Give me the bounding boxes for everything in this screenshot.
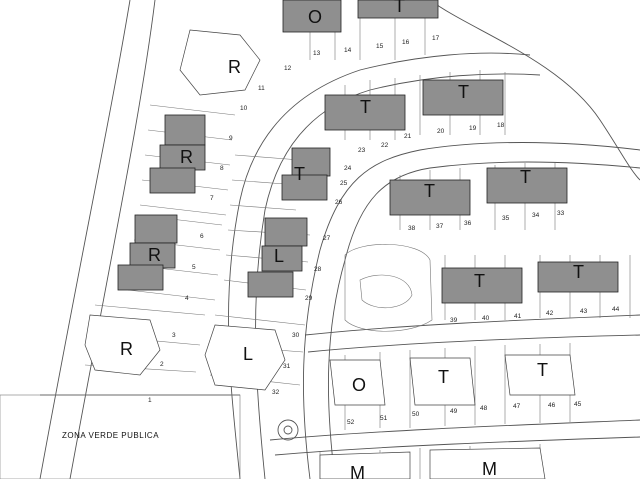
type-label: O [352, 375, 366, 395]
public-green-zone: ZONA VERDE PUBLICA [0, 394, 241, 479]
lot-number: 35 [502, 215, 510, 222]
lot-number: 36 [464, 220, 472, 227]
lot-number: 21 [404, 133, 412, 140]
lot-number: 52 [347, 419, 355, 426]
lot-number: 26 [335, 199, 343, 206]
lot-number: 12 [284, 65, 292, 72]
type-label: T [424, 181, 435, 201]
lot-number: 27 [323, 235, 331, 242]
lot-number: 23 [358, 147, 366, 154]
lot-number: 42 [546, 310, 554, 317]
type-label: M [350, 463, 365, 479]
lot-number: 13 [313, 50, 321, 57]
lot-number: 18 [497, 122, 505, 129]
lot-number: 25 [340, 180, 348, 187]
lot-number: 5 [192, 264, 196, 271]
lot-number: 9 [229, 135, 233, 142]
lot-number: 16 [402, 39, 410, 46]
lot-number: 10 [240, 105, 248, 112]
lot-number: 4 [185, 295, 189, 302]
type-label: L [243, 344, 253, 364]
lot-number: 19 [469, 125, 477, 132]
lot-number: 6 [200, 233, 204, 240]
lot-number: 49 [450, 408, 458, 415]
lot-number: 17 [432, 35, 440, 42]
zone-label: ZONA VERDE PUBLICA [62, 431, 159, 440]
lot-number: 34 [532, 212, 540, 219]
lot-number: 31 [283, 363, 291, 370]
lot-number: 15 [376, 43, 384, 50]
lot-number: 32 [272, 389, 280, 396]
lot-numbers: 1 2 3 4 5 6 7 8 9 10 11 12 13 14 15 16 1… [148, 35, 620, 426]
type-label: T [394, 0, 405, 16]
type-label: T [537, 360, 548, 380]
lot-number: 47 [513, 403, 521, 410]
lot-number: 28 [314, 266, 322, 273]
lot-number: 46 [548, 402, 556, 409]
type-label: T [573, 262, 584, 282]
type-labels: O T R R T T R T T T T L T T R L O T T M … [120, 0, 584, 479]
lot-number: 40 [482, 315, 490, 322]
lot-number: 39 [450, 317, 458, 324]
type-label: R [180, 147, 193, 167]
lot-number: 45 [574, 401, 582, 408]
type-label: L [274, 246, 284, 266]
lot-number: 22 [381, 142, 389, 149]
lot-number: 48 [480, 405, 488, 412]
lot-number: 50 [412, 411, 420, 418]
lot-number: 20 [437, 128, 445, 135]
lot-number: 43 [580, 308, 588, 315]
lot-number: 24 [344, 165, 352, 172]
lot-number: 3 [172, 332, 176, 339]
pool-area [344, 244, 433, 332]
type-label: T [474, 271, 485, 291]
lot-number: 1 [148, 397, 152, 404]
type-label: R [148, 245, 161, 265]
type-label: O [308, 7, 322, 27]
lot-number: 51 [380, 415, 388, 422]
type-label: T [294, 164, 305, 184]
lot-number: 11 [258, 85, 265, 92]
type-label: T [520, 167, 531, 187]
type-label: R [120, 339, 133, 359]
outline-buildings [84, 29, 576, 479]
lot-number: 37 [436, 223, 444, 230]
lot-number: 7 [210, 195, 214, 202]
lot-number: 30 [292, 332, 300, 339]
type-label: R [228, 57, 241, 77]
lot-number: 44 [612, 306, 620, 313]
lot-number: 2 [160, 361, 164, 368]
type-label: T [438, 367, 449, 387]
lot-number: 38 [408, 225, 416, 232]
lot-number: 33 [557, 210, 565, 217]
lot-number: 8 [220, 165, 224, 172]
type-label: T [360, 97, 371, 117]
lot-number: 41 [514, 313, 522, 320]
shaded-buildings [117, 0, 619, 304]
type-label: M [482, 459, 497, 479]
type-label: T [458, 82, 469, 102]
lot-number: 14 [344, 47, 352, 54]
lot-number: 29 [305, 295, 313, 302]
